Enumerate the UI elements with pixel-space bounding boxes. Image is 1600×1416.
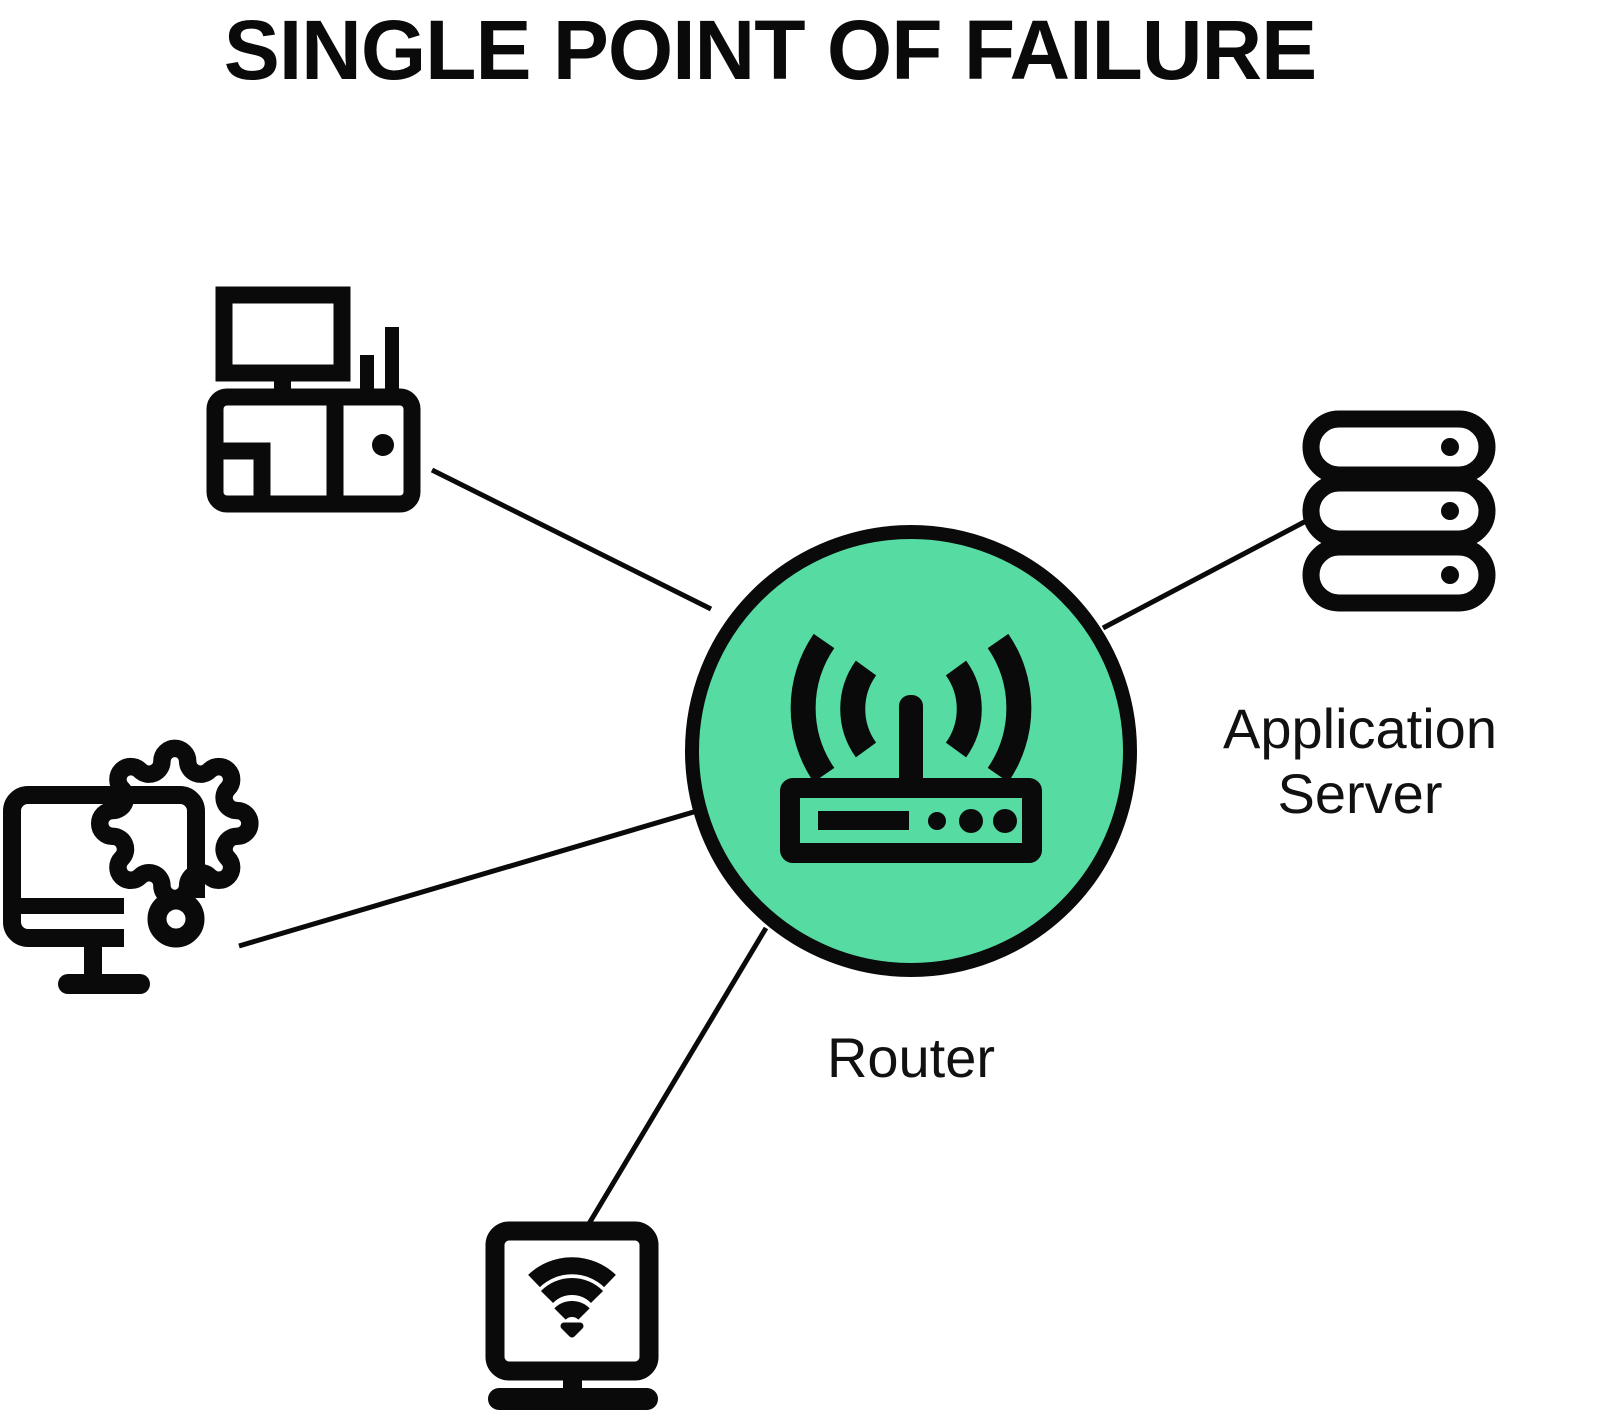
monitor-wifi-icon [485,1221,659,1410]
gear-center-hole [147,890,205,948]
server-led-1 [1441,438,1459,456]
wifi-router-icon [780,633,1042,863]
managed-monitor-frame [3,786,205,947]
connection-server-router [1101,517,1310,631]
connection-wifidisplay-router [581,926,769,1234]
router-led-3 [993,809,1017,833]
wifi-arc-inner [554,1301,590,1321]
router-node-label: Router [826,1026,996,1089]
app-server-label-line1: Application [1223,697,1497,760]
managed-monitor-base [58,974,150,994]
gear-icon [90,739,259,948]
server-unit-1 [1302,410,1496,484]
wifi-display-node[interactable] [485,1221,659,1410]
wifi-monitor-frame [485,1221,659,1381]
monitor-gear-icon [3,739,259,994]
wifi-dot [560,1322,584,1338]
wifi-arc-outer [528,1257,616,1288]
workstation-desk-shelf [215,442,271,504]
router-status-bar [818,811,909,830]
server-led-3 [1441,566,1459,584]
page-title: SINGLE POINT OF FAILURE [223,3,1317,97]
server-rack-icon [1302,410,1496,612]
app-server-label-line2: Server [1277,761,1443,825]
workstation-monitor [215,286,351,382]
router-body [780,778,1042,863]
server-unit-3 [1302,538,1496,612]
wifi-arc-middle [540,1278,604,1304]
app-server-node[interactable] [1302,410,1496,612]
workstation-antenna-tall [385,327,399,399]
router-led-1 [928,812,946,830]
workstation-tower-led [372,434,394,456]
workstation-desk [206,388,421,513]
server-led-2 [1441,502,1459,520]
server-unit-2 [1302,474,1496,548]
managed-desktop-node[interactable] [3,739,259,994]
connection-desktop-router [238,808,698,949]
connection-lines [238,467,1310,1234]
gear-body [90,739,259,908]
managed-monitor-stand [84,938,102,976]
wifi-monitor-base [488,1388,658,1410]
desk-workstation-icon [206,286,421,513]
connection-workstation-router [430,467,713,612]
router-led-2 [959,809,983,833]
workstation-node[interactable] [206,286,421,513]
router-node[interactable] [685,525,1137,977]
router-antenna [899,695,923,795]
